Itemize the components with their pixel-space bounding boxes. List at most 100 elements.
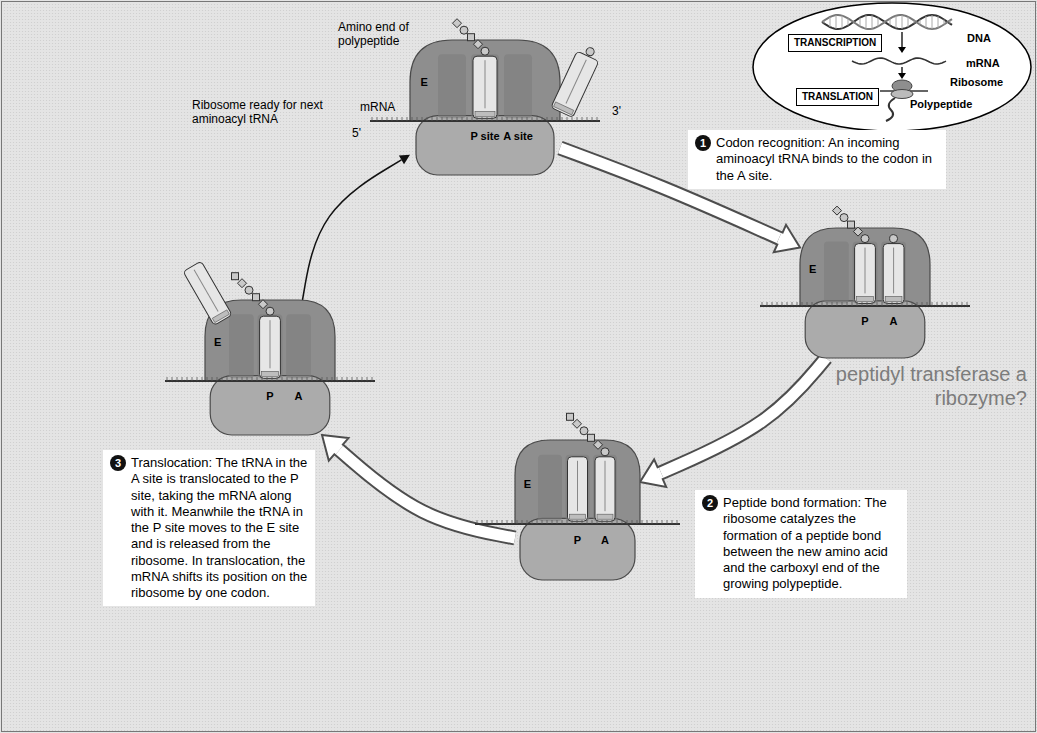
mrna-bases — [167, 377, 372, 381]
arrow-shaft-outline — [660, 358, 826, 473]
edge-label: Ribosome ready for next aminoacyl tRNA — [192, 98, 334, 127]
mrna-base — [677, 520, 678, 524]
flow-arrowhead — [898, 47, 906, 53]
mrna-base — [192, 377, 193, 381]
process-label: TRANSLATION — [802, 91, 873, 102]
arrowhead — [774, 225, 800, 252]
mrna-base — [277, 377, 278, 381]
site-letter: A — [878, 315, 910, 328]
mrna-base — [397, 117, 398, 121]
end-label: 5' — [352, 126, 361, 140]
callout-number: 1 — [695, 135, 711, 151]
ribosome-outline — [800, 228, 930, 358]
anticodon — [885, 296, 902, 301]
binding-site — [538, 455, 562, 521]
mrna-base — [312, 377, 313, 381]
inset-label: Ribosome — [950, 76, 1003, 89]
mrna-base — [457, 117, 458, 121]
polypeptide-chain — [886, 98, 895, 121]
small-subunit — [805, 301, 925, 358]
anticodon — [212, 310, 229, 323]
mrna-base — [577, 520, 578, 524]
mrna-base — [492, 117, 493, 121]
mrna-base — [467, 117, 468, 121]
amino-acid — [848, 221, 855, 228]
mrna-base — [832, 302, 833, 306]
trna-stem — [194, 270, 218, 312]
dna-rung — [854, 21, 855, 23]
mrna-base — [642, 520, 643, 524]
process-box: TRANSCRIPTION — [788, 34, 882, 52]
mrna-base — [767, 302, 768, 306]
cycle-arrow — [640, 358, 826, 487]
inset-label: mRNA — [966, 57, 1000, 70]
mrna-strand — [475, 523, 680, 525]
small-subunit — [416, 116, 554, 175]
mrna-base — [967, 302, 968, 306]
mrna-base — [352, 377, 353, 381]
step-note: 3Translocation: The tRNA in the A site i… — [103, 450, 315, 606]
mrna-base — [372, 377, 373, 381]
mrna-base — [432, 117, 433, 121]
mrna-base — [522, 117, 523, 121]
mrna-base — [307, 377, 308, 381]
pointer-label: Amino end of polypeptide — [338, 20, 432, 49]
mrna-base — [542, 520, 543, 524]
mrna-base — [817, 302, 818, 306]
trna-stem — [566, 60, 586, 104]
mrna-base — [917, 302, 918, 306]
arrowhead — [322, 435, 348, 461]
arrowhead-joint — [657, 468, 661, 478]
dna-rung — [878, 18, 879, 27]
dna-strand — [822, 15, 952, 29]
dna-strand — [822, 15, 952, 29]
trna — [883, 235, 904, 304]
arrow-shaft — [303, 160, 402, 300]
mrna-base — [247, 377, 248, 381]
process-box: TRANSLATION — [796, 88, 879, 106]
inset-label: Polypeptide — [910, 98, 972, 111]
mrna-base — [417, 117, 418, 121]
mrna-base — [902, 302, 903, 306]
mrna-base — [202, 377, 203, 381]
step-description-group: Translocation: The tRNA in the A site is… — [131, 455, 308, 601]
mrna-base — [612, 520, 613, 524]
binding-site — [438, 54, 466, 118]
dna-rung — [860, 18, 861, 27]
mrna-base — [262, 377, 263, 381]
mrna-base — [922, 302, 923, 306]
mrna-base — [957, 302, 958, 306]
arrowhead — [640, 459, 666, 486]
mrna-base — [567, 520, 568, 524]
mrna-base — [952, 302, 953, 306]
mrna-base — [497, 117, 498, 121]
mrna-base — [897, 302, 898, 306]
mrna-base — [492, 520, 493, 524]
mrna-base — [877, 302, 878, 306]
anticodon — [475, 111, 495, 116]
mrna-base — [627, 520, 628, 524]
mrna-base — [227, 377, 228, 381]
anticodon — [570, 514, 586, 519]
mrna-base — [892, 302, 893, 306]
amino-acid — [232, 273, 239, 280]
site-letter: E — [809, 263, 816, 276]
mrna-base — [387, 117, 388, 121]
mrna-base — [672, 520, 673, 524]
amino-acid — [833, 206, 842, 215]
amino-acid — [453, 19, 462, 28]
mrna-base — [792, 302, 793, 306]
mrna-base — [592, 117, 593, 121]
mrna-base — [297, 377, 298, 381]
binding-site — [504, 54, 532, 118]
ribosome: EPA — [515, 440, 640, 580]
mrna-base — [607, 520, 608, 524]
mrna-base — [287, 377, 288, 381]
dna-rung — [914, 20, 915, 23]
mrna-base — [372, 117, 373, 121]
mrna-base — [552, 520, 553, 524]
mrna-base — [172, 377, 173, 381]
trna-stem — [893, 248, 894, 294]
mrna-base — [597, 520, 598, 524]
mrna-base — [552, 117, 553, 121]
